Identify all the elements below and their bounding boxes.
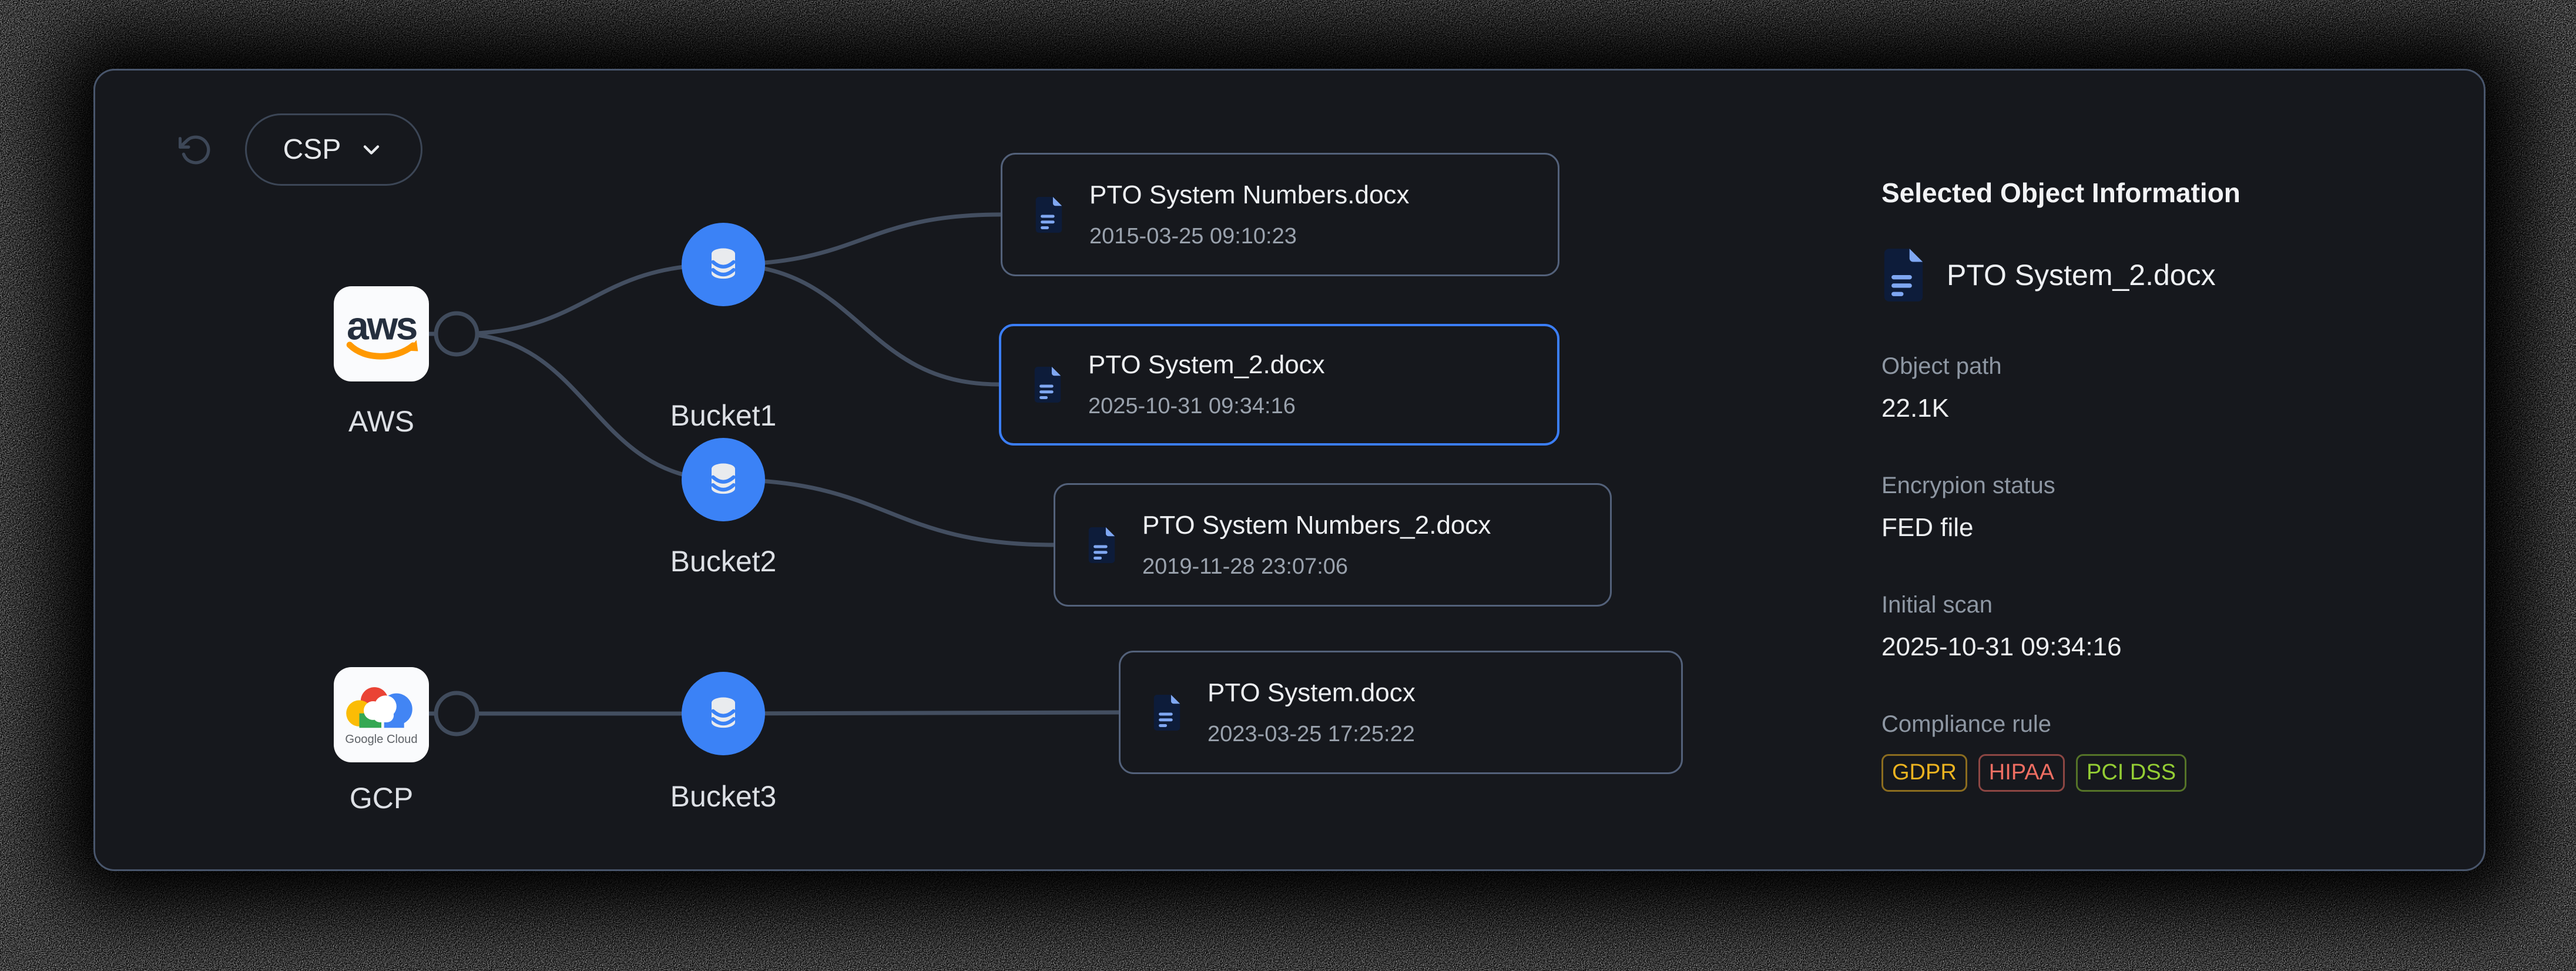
file-timestamp: 2023-03-25 17:25:22 xyxy=(1208,721,1415,746)
field-label-compliance-rule: Compliance rule xyxy=(1881,711,2052,737)
file-card[interactable]: PTO System Numbers_2.docx 2019-11-28 23:… xyxy=(1054,483,1612,607)
file-timestamp: 2025-10-31 09:34:16 xyxy=(1088,394,1296,418)
document-icon xyxy=(1035,196,1062,233)
gcp-logo-box[interactable]: Google Cloud xyxy=(334,667,429,762)
node-label-bucket1: Bucket1 xyxy=(670,399,777,432)
file-card-selected[interactable]: PTO System_2.docx 2025-10-31 09:34:16 xyxy=(999,324,1559,446)
edge-bucket2-file3 xyxy=(723,477,1054,547)
file-timestamp: 2019-11-28 23:07:06 xyxy=(1142,554,1349,579)
svg-text:Google Cloud: Google Cloud xyxy=(345,733,417,746)
node-label-bucket2: Bucket2 xyxy=(670,545,777,578)
file-timestamp: 2015-03-25 09:10:23 xyxy=(1089,223,1297,249)
field-value-object-path: 22.1K xyxy=(1881,394,1949,423)
panel-title: Selected Object Information xyxy=(1881,178,2240,208)
bucket-icon xyxy=(711,463,736,494)
file-card-text: PTO System_2.docx 2025-10-31 09:34:16 xyxy=(1088,350,1325,419)
node-aws[interactable]: aws xyxy=(334,286,429,381)
svg-text:aws: aws xyxy=(347,303,417,348)
file-name: PTO System Numbers.docx xyxy=(1089,180,1410,209)
compliance-badges: GDPR HIPAA PCI DSS xyxy=(1881,754,2457,792)
edge-bucket3-file4 xyxy=(723,710,1119,716)
document-icon xyxy=(1153,694,1180,731)
google-cloud-icon: Google Cloud xyxy=(345,687,418,746)
csp-dropdown-label: CSP xyxy=(283,134,341,165)
selected-file-name: PTO System_2.docx xyxy=(1947,259,2216,292)
badge-gdpr: GDPR xyxy=(1881,754,1967,792)
field-value-initial-scan: 2025-10-31 09:34:16 xyxy=(1881,632,2122,661)
csp-dropdown[interactable]: CSP xyxy=(245,113,422,186)
aws-connector-circle xyxy=(434,311,479,357)
field-label-initial-scan: Initial scan xyxy=(1881,592,1993,618)
undo-icon xyxy=(179,135,210,165)
file-card-text: PTO System Numbers.docx 2015-03-25 09:10… xyxy=(1089,180,1409,249)
selected-object-panel: Selected Object Information PTO System_2… xyxy=(1881,177,2457,792)
bucket-icon xyxy=(711,248,736,279)
file-name: PTO System.docx xyxy=(1208,678,1416,707)
node-bucket3[interactable] xyxy=(682,672,765,755)
selected-file-row: PTO System_2.docx xyxy=(1881,246,2457,304)
document-icon xyxy=(1088,527,1115,563)
aws-logo-box[interactable]: aws xyxy=(334,286,429,381)
node-bucket1[interactable] xyxy=(682,223,765,306)
node-label-bucket3: Bucket3 xyxy=(670,780,777,813)
file-card-text: PTO System Numbers_2.docx 2019-11-28 23:… xyxy=(1142,511,1491,580)
file-card-text: PTO System.docx 2023-03-25 17:25:22 xyxy=(1208,678,1416,747)
node-bucket2[interactable] xyxy=(682,438,765,521)
document-icon xyxy=(1034,366,1061,403)
document-icon xyxy=(1884,249,1923,302)
node-label-gcp: GCP xyxy=(349,782,414,815)
reset-view-button[interactable] xyxy=(179,133,213,167)
file-card[interactable]: PTO System Numbers.docx 2015-03-25 09:10… xyxy=(1001,153,1559,276)
aws-icon: aws xyxy=(346,303,418,360)
badge-hipaa: HIPAA xyxy=(1978,754,2065,792)
file-name: PTO System Numbers_2.docx xyxy=(1142,510,1491,540)
file-name: PTO System_2.docx xyxy=(1088,350,1325,379)
edge-bucket1-file1 xyxy=(723,212,1001,267)
field-value-encryption-status: FED file xyxy=(1881,513,1974,542)
chevron-down-icon xyxy=(364,145,380,155)
node-gcp[interactable]: Google Cloud xyxy=(334,667,429,762)
edge-bucket1-file2 xyxy=(723,262,999,387)
field-label-object-path: Object path xyxy=(1881,353,2002,379)
badge-pci-dss: PCI DSS xyxy=(2076,754,2187,792)
gcp-connector-circle xyxy=(434,691,479,736)
file-card[interactable]: PTO System.docx 2023-03-25 17:25:22 xyxy=(1119,651,1683,774)
node-label-aws: AWS xyxy=(348,405,415,438)
app-panel: CSP aws xyxy=(93,69,2486,871)
bucket-icon xyxy=(711,697,736,728)
field-label-encryption-status: Encrypion status xyxy=(1881,473,2055,498)
